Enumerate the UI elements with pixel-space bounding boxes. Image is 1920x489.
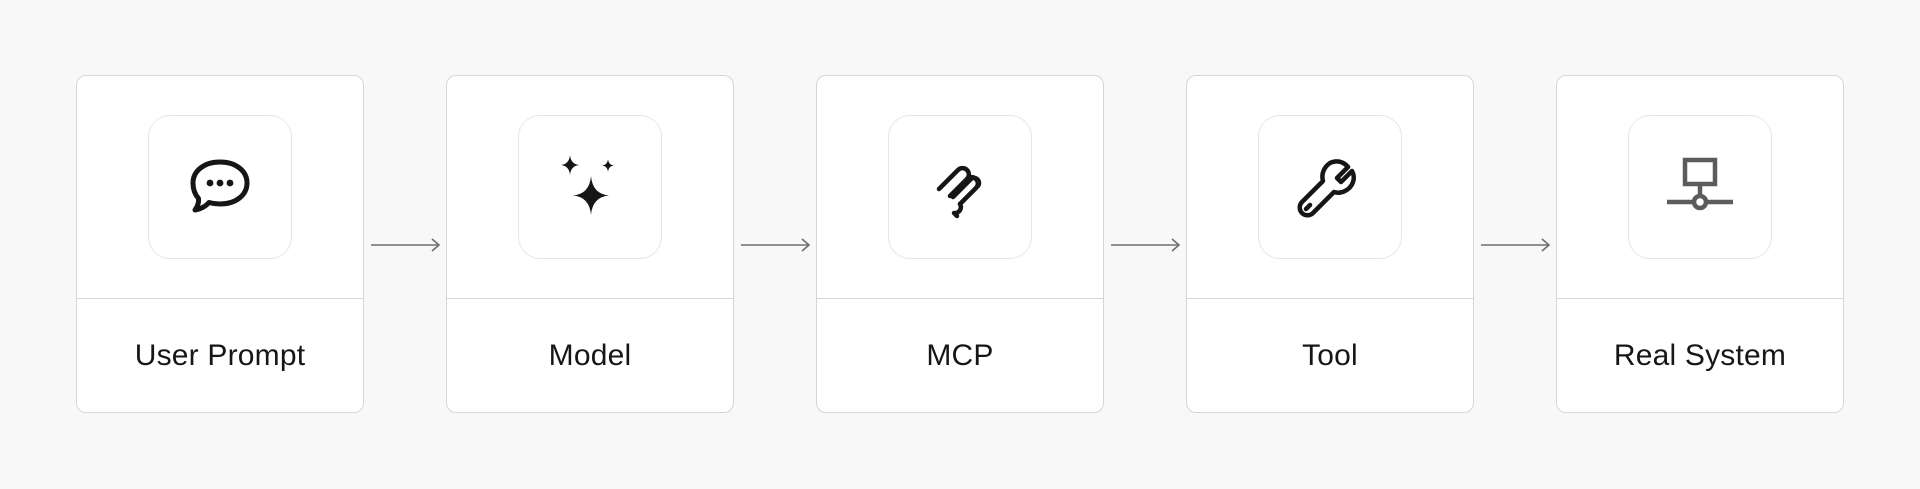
wrench-icon <box>1297 159 1356 218</box>
icon-tile <box>518 115 662 259</box>
node-mcp: MCP <box>816 75 1104 413</box>
node-icon-area <box>817 76 1103 299</box>
flow-arrow <box>1480 236 1552 254</box>
node-icon-area <box>1557 76 1843 299</box>
sparkles-icon <box>561 155 614 215</box>
node-model: Model <box>446 75 734 413</box>
node-label: User Prompt <box>134 339 306 372</box>
node-label: MCP <box>926 339 994 372</box>
node-label: Real System <box>1613 339 1787 372</box>
icon-tile <box>1628 115 1772 259</box>
flow-arrow <box>370 236 442 254</box>
flow-arrow <box>740 236 812 254</box>
flow-arrow <box>1110 236 1182 254</box>
node-icon-area <box>447 76 733 299</box>
mcp-logo-icon <box>936 165 982 219</box>
node-icon-area <box>77 76 363 299</box>
chat-bubble-icon <box>190 159 250 213</box>
icon-tile <box>1258 115 1402 259</box>
icon-tile <box>888 115 1032 259</box>
node-icon-area <box>1187 76 1473 299</box>
network-icon <box>1667 157 1733 211</box>
node-user-prompt: User Prompt <box>76 75 364 413</box>
node-label: Model <box>548 339 632 372</box>
icon-tile <box>148 115 292 259</box>
node-real-system: Real System <box>1556 75 1844 413</box>
node-label: Tool <box>1302 339 1358 372</box>
node-tool: Tool <box>1186 75 1474 413</box>
